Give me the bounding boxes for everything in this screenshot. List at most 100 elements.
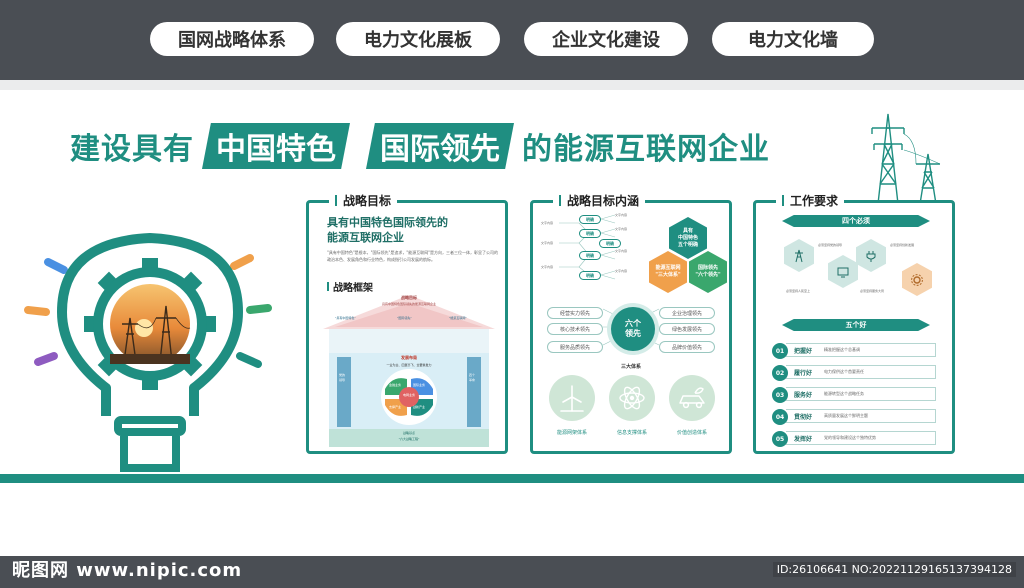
tree-node: 明确 [599,239,621,248]
wheel-center: 电网业务 [402,393,415,397]
goal-heading-line2: 能源互联网企业 [327,231,404,244]
panel-work-requirements: 工作要求 四个必须 必须坚持党的领导 必须坚持创新发展 必须坚持人民至上 必须坚… [753,192,955,454]
tree-node: 明确 [579,271,601,280]
good-num: 04 [772,409,788,425]
wheel-4: 战新产业 [413,405,426,409]
must-text: 必须坚持党的领导 [818,243,843,247]
tree-node: 明确 [579,251,601,260]
leading-item: 经营实力领先 [547,307,603,319]
top-divider [0,80,1024,90]
leading-item: 企业治理领先 [659,307,715,319]
must-hex [784,239,814,272]
leading-item: 服务品质领先 [547,341,603,353]
panel-title: 战略目标内涵 [553,192,646,209]
nav-item-culture-building[interactable]: 企业文化建设 [524,22,688,56]
good-desc: 党的领导和建设这个独特优势 [824,435,876,440]
house-mid-title: 发展布局 [401,355,417,360]
six-leading-center: 六个 领先 [611,307,655,351]
footer-bar [0,556,1024,588]
tree-leaf: 文字内容 [541,241,554,245]
framework-subtitle: 战略框架 [327,279,373,294]
good-desc: 能源转型这个战略任务 [824,391,864,396]
good-row: 02 履行好 电力保供这个首要责任 [772,365,936,381]
nav-item-strategy-system[interactable]: 国网战略体系 [150,22,314,56]
tree-leaf: 文字内容 [615,249,628,253]
good-name: 服务好 [794,391,813,399]
system-caption: 价值创造体系 [676,430,707,436]
must-text: 必须坚持创新发展 [890,243,915,247]
house-roof-sub: 具有中国特色国际领先的能源互联网企业 [381,302,436,306]
electric-car-icon [679,387,705,409]
wheel-2: 国际业务 [413,383,426,387]
five-goods-title: 五个好 [782,319,930,331]
wheel-3: 支撑产业 [389,405,402,409]
three-systems-label: 三大体系 [620,364,641,370]
house-left-pillar: 党的领导 [339,373,346,382]
good-row: 05 发挥好 党的领导和建设这个独特优势 [772,431,936,447]
nav-item-culture-board[interactable]: 电力文化展板 [336,22,500,56]
hex-china-feature: 具有 中国特色 五个明确 [669,217,707,259]
goal-body-text: "具有中国特色"是根本，"国际领先"是追求，"能源互联网"是方向，三者三位一体，… [327,250,499,262]
headline-tag-china: 中国特色 [202,123,350,169]
leading-item: 核心技术领先 [547,323,603,335]
must-hex [856,239,886,272]
good-row: 03 服务好 能源转型这个战略任务 [772,387,936,403]
house-mid-sub: 一业为主、四翼齐飞、全要素发力 [386,363,432,367]
house-base-title: 战略基点 [402,431,415,435]
atom-icon [619,386,645,410]
panel-goal-connotation: 战略目标内涵 明确 明确 明确 明确 明确 文字内容 文字内容 文字内容 文字内… [530,192,732,454]
good-name: 贯彻好 [794,413,813,421]
tree-leaf: 文字内容 [615,269,628,273]
good-desc: 精准把握这个总基调 [824,347,860,352]
system-circle [609,375,655,421]
tree-leaf: 文字内容 [615,227,628,231]
panel-strategic-goal: 战略目标 具有中国特色国际领先的 能源互联网企业 "具有中国特色"是根本，"国际… [306,192,508,454]
headline-prefix: 建设具有 [70,132,194,167]
strategy-house-diagram [323,295,495,447]
tree-leaf: 文字内容 [541,221,554,225]
watermark-left: 昵图网 www.nipic.com [12,560,243,581]
framework-subtitle-text: 战略框架 [333,283,373,294]
house-right-pillar: 四个革命 [469,373,476,382]
good-name: 把握好 [794,347,813,355]
system-caption: 信息支撑体系 [616,430,647,436]
tree-leaf: 文字内容 [541,265,554,269]
wheel-1: 金融业务 [389,383,402,387]
headline-tag-international: 国际领先 [366,123,514,169]
power-tower-icon [871,113,941,204]
headline-suffix: 的能源互联网企业 [522,132,770,167]
goal-heading: 具有中国特色国际领先的 能源互联网企业 [327,215,497,245]
panel-title: 工作要求 [776,192,845,209]
good-num: 03 [772,387,788,403]
good-desc: 电力保供这个首要责任 [824,369,864,374]
tree-leaf: 文字内容 [615,213,628,217]
house-col-1: "具有中国特色" [335,316,356,320]
nav-item-culture-wall[interactable]: 电力文化墙 [712,22,874,56]
leading-item: 品牌价值领先 [659,341,715,353]
good-desc: 高质量发展这个鲜明主题 [824,413,868,418]
good-name: 履行好 [794,369,813,377]
good-num: 05 [772,431,788,447]
leading-item: 绿色发展领先 [659,323,715,335]
goal-heading-line1: 具有中国特色国际领先的 [327,216,448,229]
good-name: 发挥好 [794,435,813,443]
house-col-3: "能源互联网" [449,316,467,320]
three-hex-cluster: 具有 中国特色 五个明确 能源互联网 "三大体系" 国际领先 "六个领先" [645,217,731,297]
panel-title-text: 战略目标 [343,194,392,208]
must-text: 必须坚持人民至上 [786,289,811,293]
house-col-2: "国际领先" [397,316,412,320]
house-roof-title: 战略目标 [401,295,417,300]
tree-node: 明确 [579,229,601,238]
house-base-sub: "六大战略工程" [398,437,420,441]
tower-icon [795,249,803,262]
must-hex [902,263,932,296]
hex-six-leading: 国际领先 "六个领先" [689,251,727,293]
hex-three-systems: 能源互联网 "三大体系" [649,251,687,293]
four-musts-title: 四个必须 [782,215,930,227]
tree-node: 明确 [579,215,601,224]
monitor-icon [837,267,849,277]
plug-icon [866,250,876,262]
must-text: 必须坚持服务大局 [860,289,885,293]
system-circle [549,375,595,421]
gear-icon [911,273,923,286]
